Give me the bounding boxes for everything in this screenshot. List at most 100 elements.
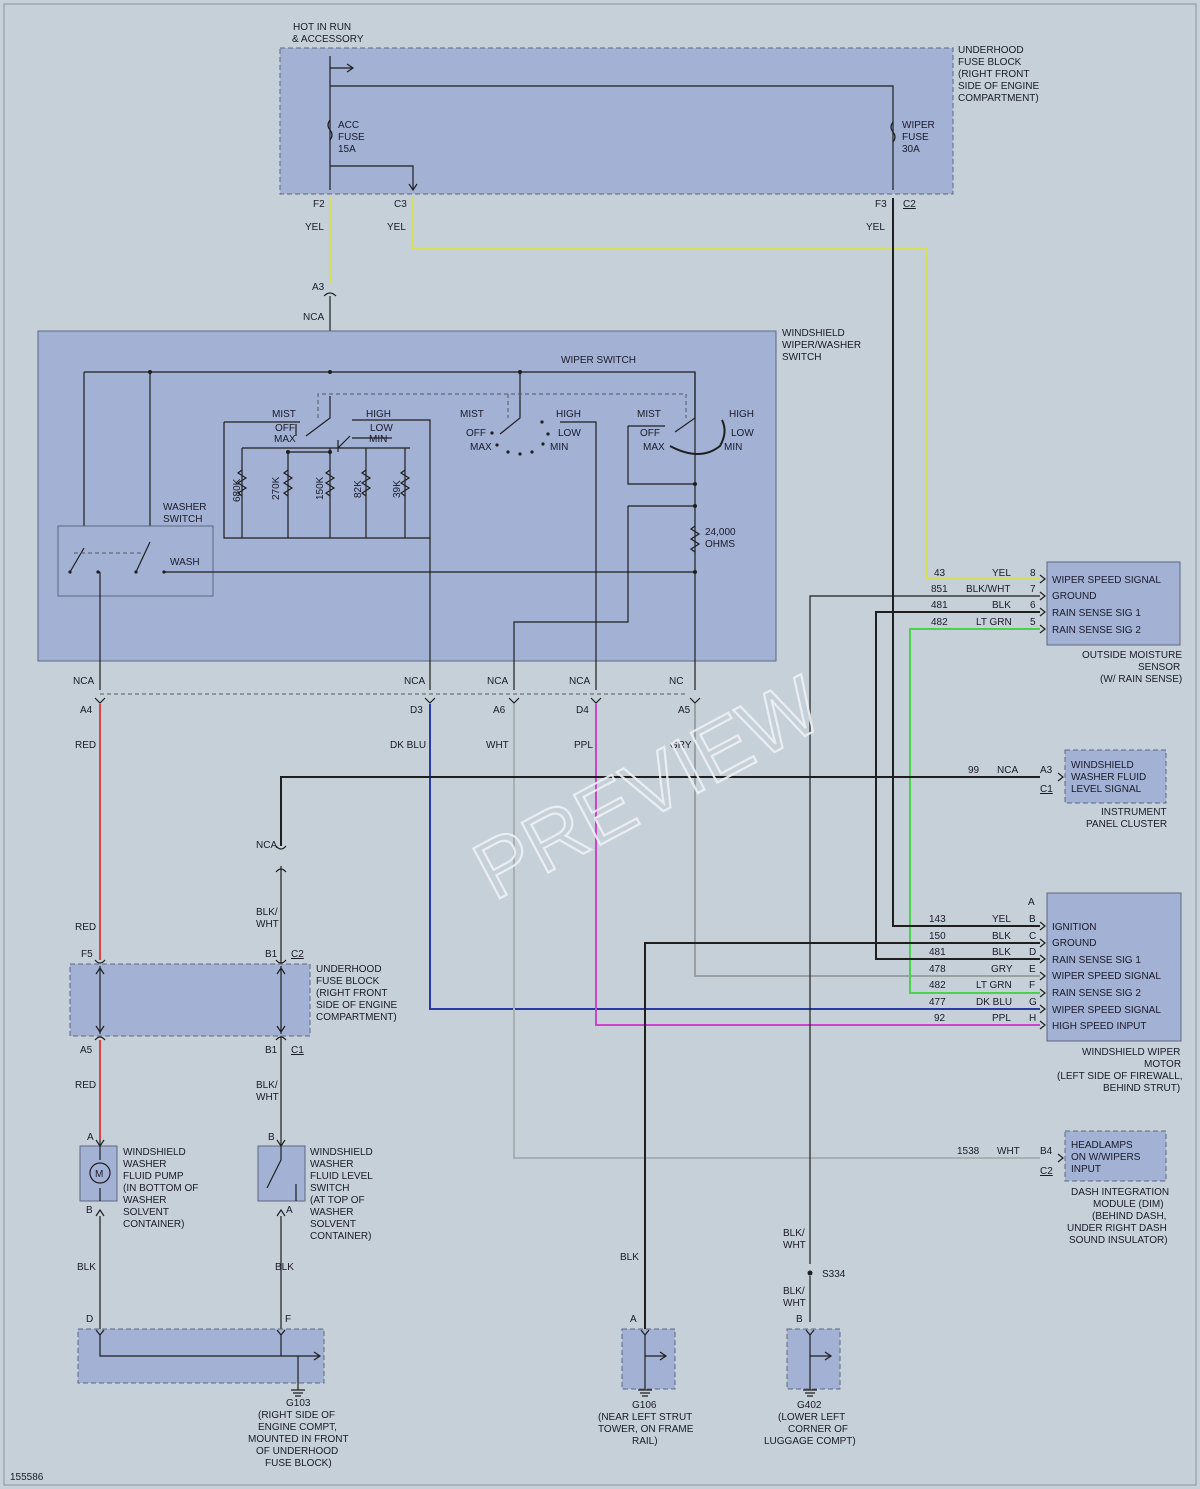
- circuit-number: 150: [929, 931, 946, 942]
- pin-label: A3: [1040, 765, 1053, 776]
- dim-caption: MODULE (DIM): [1093, 1199, 1164, 1210]
- wire-label: RED: [75, 1080, 96, 1091]
- sw-label: LOW: [370, 423, 393, 434]
- figure-id: 155586: [10, 1472, 44, 1483]
- outside-moisture-sensor: 43 YEL 8 WIPER SPEED SIGNAL 851 BLK/WHT …: [931, 561, 1182, 685]
- motor-icon: [89, 1162, 111, 1184]
- fuse-block-mid-label: COMPARTMENT): [316, 1012, 397, 1023]
- sw-label: MIST: [637, 409, 661, 420]
- wiper-switch-label: WIPER SWITCH: [561, 355, 636, 366]
- resistor-label: 270K: [271, 476, 282, 500]
- pin-d4: D4: [576, 705, 589, 716]
- pin-label: A: [87, 1132, 94, 1143]
- conn-label: C1: [1040, 784, 1053, 795]
- ohms-label: OHMS: [705, 539, 735, 550]
- sensor-pin-row: 481 BLK 6 RAIN SENSE SIG 1: [931, 600, 1141, 619]
- pin-b1: B1: [265, 1045, 278, 1056]
- pin-function: GROUND: [1052, 591, 1096, 602]
- pin-label: G: [1029, 997, 1037, 1008]
- pump-label: CONTAINER): [123, 1219, 184, 1230]
- circuit-number: 92: [934, 1013, 946, 1024]
- underhood-fuse-block-top: HOT IN RUN & ACCESSORY UNDERHOOD FUSE BL…: [279, 22, 1039, 210]
- power-label-1: HOT IN RUN: [293, 22, 351, 33]
- ground-icon: [638, 1389, 652, 1397]
- ground-caption: CORNER OF: [788, 1424, 848, 1435]
- sw-label: LOW: [558, 428, 581, 439]
- switch-title: WIPER/WASHER: [782, 340, 861, 351]
- pin-function: HIGH SPEED INPUT: [1052, 1021, 1146, 1032]
- fuse-block-top-label: COMPARTMENT): [958, 93, 1039, 104]
- wire-label: BLK/: [256, 1080, 278, 1091]
- ground-caption: MOUNTED IN FRONT: [248, 1434, 349, 1445]
- ground-g402: B G402 (LOWER LEFT CORNER OF LUGGAGE COM…: [764, 1314, 856, 1447]
- ground-caption: G103: [286, 1398, 311, 1409]
- wire-label: NCA: [404, 676, 425, 687]
- circuit-number: 482: [931, 617, 948, 628]
- sw-label: HIGH: [729, 409, 754, 420]
- circuit-number: 481: [929, 947, 946, 958]
- pin-a4: A4: [80, 705, 93, 716]
- ipc-label: WASHER FLUID: [1071, 772, 1146, 783]
- wire-label: YEL: [387, 222, 406, 233]
- pin-label: 5: [1030, 617, 1036, 628]
- wire-label: NC: [669, 676, 683, 687]
- pin-label: F: [1029, 980, 1035, 991]
- wire-label: WHT: [783, 1240, 806, 1251]
- wire-label: BLK: [992, 947, 1011, 958]
- washer-switch-label: WASHER: [163, 502, 207, 513]
- motor-caption: MOTOR: [1144, 1059, 1181, 1070]
- acc-fuse-label: ACC: [338, 120, 359, 131]
- ground-caption: ENGINE COMPT,: [258, 1422, 337, 1433]
- wire-blk-ground-motor: [644, 942, 1040, 1330]
- pin-function: WIPER SPEED SIGNAL: [1052, 1005, 1161, 1016]
- acc-fuse-icon: [327, 119, 333, 141]
- sw-label: MIST: [460, 409, 484, 420]
- wire-label: BLK: [77, 1262, 96, 1273]
- ground-caption: TOWER, ON FRAME: [598, 1424, 694, 1435]
- wire-label: WHT: [997, 1146, 1020, 1157]
- wire-ppl: [595, 704, 1040, 1026]
- pin-a3: A3: [312, 282, 325, 293]
- acc-fuse-label: FUSE: [338, 132, 365, 143]
- sw-label: MIN: [369, 434, 387, 445]
- pin-label: H: [1029, 1013, 1036, 1024]
- wire-ltgrn: [909, 628, 1040, 994]
- conn-c2: C2: [903, 199, 916, 210]
- level-switch-label: WINDSHIELD: [310, 1147, 373, 1158]
- pump-label: WASHER: [123, 1195, 167, 1206]
- conn-c2: C2: [291, 949, 304, 960]
- dim-caption: DASH INTEGRATION: [1071, 1187, 1169, 1198]
- sw-label: OFF: [275, 423, 295, 434]
- wire-nca-level: [280, 776, 1040, 846]
- dash-integration-module: 1538 WHT B4 C2 HEADLAMPS ON W/WIPERS INP…: [957, 1130, 1169, 1246]
- wash-label: WASH: [170, 557, 200, 568]
- pin-label: B: [86, 1205, 93, 1216]
- pump-label: (IN BOTTOM OF: [123, 1183, 198, 1194]
- fuse-block-mid-label: UNDERHOOD: [316, 964, 382, 975]
- pump-label: SOLVENT: [123, 1207, 169, 1218]
- motor-pin-row: 478 GRY E WIPER SPEED SIGNAL: [929, 964, 1161, 982]
- fuse-block-top-label: UNDERHOOD: [958, 45, 1024, 56]
- sw-label: MIN: [550, 442, 568, 453]
- wire-label: BLK/: [783, 1228, 805, 1239]
- wire-wht: [513, 704, 1040, 1159]
- wire-label: WHT: [486, 740, 509, 751]
- acc-fuse-label: 15A: [338, 144, 356, 155]
- ground-g106: A G106 (NEAR LEFT STRUT TOWER, ON FRAME …: [598, 1314, 694, 1447]
- pin-function: WIPER SPEED SIGNAL: [1052, 971, 1161, 982]
- switch-blade-icon: [499, 395, 521, 435]
- wire-label: LT GRN: [976, 617, 1012, 628]
- washer-fluid-level-switch: B A WINDSHIELD WASHER FLUID LEVEL SWITCH…: [257, 1132, 373, 1242]
- switch-title: WINDSHIELD: [782, 328, 845, 339]
- wire-label: LT GRN: [976, 980, 1012, 991]
- level-switch-label: WASHER: [310, 1207, 354, 1218]
- motor-pin-row: 482 LT GRN F RAIN SENSE SIG 2: [929, 980, 1141, 999]
- sensor-caption: OUTSIDE MOISTURE: [1082, 650, 1182, 661]
- wire-label: NCA: [73, 676, 94, 687]
- pin-function: IGNITION: [1052, 922, 1096, 933]
- wire-label: WHT: [783, 1298, 806, 1309]
- ipc-caption: PANEL CLUSTER: [1086, 819, 1167, 830]
- pin-label: D: [1029, 947, 1036, 958]
- wire-label: NCA: [569, 676, 590, 687]
- pin-f3: F3: [875, 199, 887, 210]
